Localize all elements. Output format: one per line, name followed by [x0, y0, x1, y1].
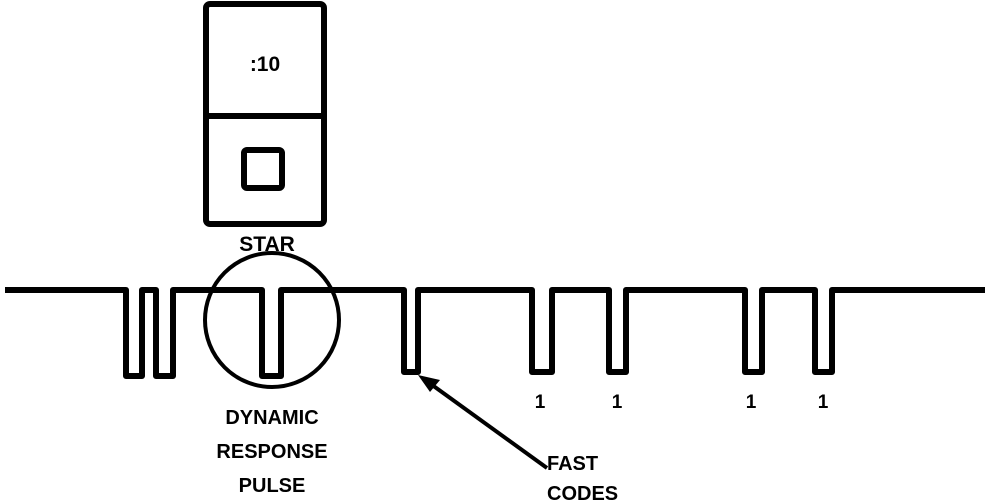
bit-label: 1 [612, 392, 623, 413]
bit-label: 1 [818, 392, 829, 413]
dynamic-label-line3: PULSE [239, 475, 306, 497]
arrowhead-icon [418, 375, 440, 392]
dynamic-label-line1: DYNAMIC [225, 407, 318, 429]
square-indicator-icon [241, 147, 285, 191]
fast-codes-line2: CODES [547, 483, 618, 504]
dynamic-label-line2: RESPONSE [216, 441, 327, 463]
highlight-circle [203, 251, 341, 389]
display-unit: :10 STAR [203, 1, 327, 256]
fast-codes-line1: FAST [547, 453, 598, 475]
display-time: :10 [250, 53, 280, 76]
bit-label: 1 [535, 392, 546, 413]
fast-codes-arrow [418, 375, 549, 470]
star-label: STAR [239, 233, 295, 256]
pulse-waveform [5, 287, 985, 379]
bit-label: 1 [746, 392, 757, 413]
